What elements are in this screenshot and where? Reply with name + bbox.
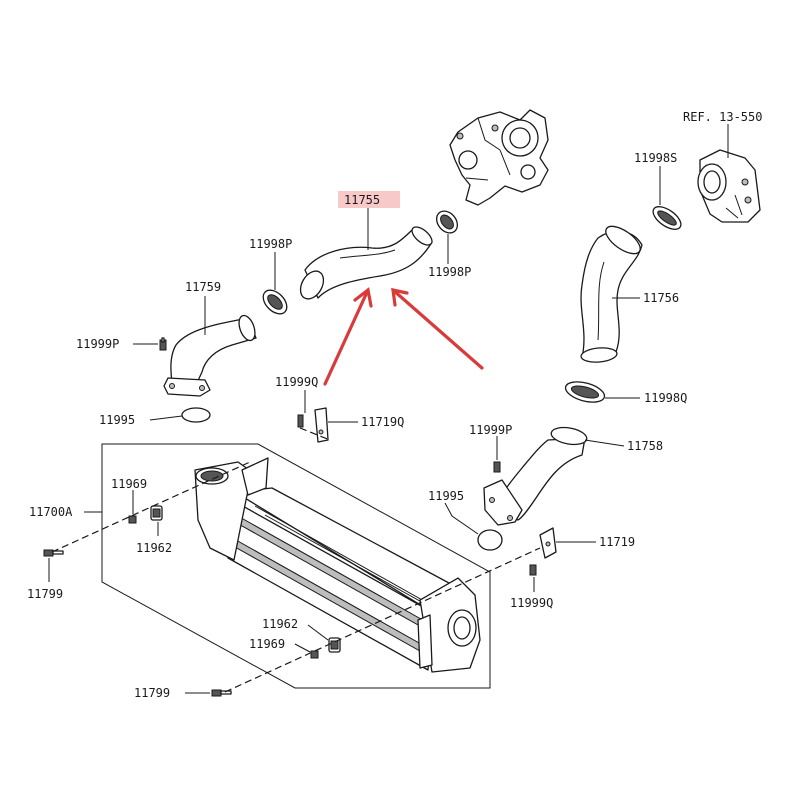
label-11719Q: 11719Q — [361, 415, 404, 429]
red-arrow-left — [323, 287, 373, 386]
label-11995-right: 11995 — [428, 489, 464, 503]
label-ref-13-550: REF. 13-550 — [683, 110, 762, 124]
red-arrow-right — [391, 287, 484, 370]
bolt-11799-top — [43, 549, 64, 557]
label-11756: 11756 — [643, 291, 679, 305]
label-11758: 11758 — [627, 439, 663, 453]
bolt-11999Q-top — [297, 414, 304, 428]
label-11962-bottom: 11962 — [262, 617, 298, 631]
label-11700A: 11700A — [29, 505, 73, 519]
label-11998S: 11998S — [634, 151, 677, 165]
bolt-11999P-left — [159, 337, 167, 351]
label-11999Q-bottom: 11999Q — [510, 596, 553, 610]
intercooler-assembly-outline — [101, 443, 491, 689]
label-11969-bottom: 11969 — [249, 637, 285, 651]
label-11799-bottom: 11799 — [134, 686, 170, 700]
turbocharger — [449, 109, 549, 206]
label-11962-top: 11962 — [136, 541, 172, 555]
bolt-11999P-right — [493, 461, 501, 473]
leader-lines — [48, 124, 729, 694]
nut-11969-top — [128, 515, 137, 524]
hose-11756 — [580, 225, 643, 363]
pipe-11759 — [163, 314, 257, 397]
label-11755: 11755 — [344, 193, 380, 207]
label-11999P-left: 11999P — [76, 337, 119, 351]
bracket-11719Q — [314, 407, 329, 443]
pipe-11758 — [483, 426, 588, 526]
clamp-11998S — [652, 206, 682, 230]
throttle-body-ref — [697, 149, 761, 223]
label-11799-top: 11799 — [27, 587, 63, 601]
clamp-11998P-left — [262, 289, 288, 315]
label-11998P-left: 11998P — [249, 237, 292, 251]
gasket-11995-left — [181, 407, 211, 423]
label-11999P-right: 11999P — [469, 423, 512, 437]
label-11995-left: 11995 — [99, 413, 135, 427]
label-11719: 11719 — [599, 535, 635, 549]
highlight-box-11755 — [338, 191, 400, 208]
dash-line — [299, 427, 331, 441]
bushing-11962-top — [150, 505, 163, 521]
clamp-11998Q — [564, 381, 606, 403]
clamp-11998P-right — [436, 210, 458, 234]
bushing-11962-bottom — [328, 637, 341, 653]
dash-line — [51, 461, 251, 553]
intercooler-11700A — [194, 457, 481, 673]
label-11969-top: 11969 — [111, 477, 147, 491]
label-11999Q-top: 11999Q — [275, 375, 318, 389]
label-11759: 11759 — [185, 280, 221, 294]
hose-11755 — [299, 226, 433, 300]
label-11998Q: 11998Q — [644, 391, 687, 405]
bracket-11719 — [539, 527, 557, 559]
label-11998P-right: 11998P — [428, 265, 471, 279]
nut-11969-bottom — [310, 650, 319, 659]
gasket-11995-right — [477, 529, 503, 551]
bolt-11999Q-bottom — [529, 564, 537, 576]
dash-line — [224, 547, 541, 693]
